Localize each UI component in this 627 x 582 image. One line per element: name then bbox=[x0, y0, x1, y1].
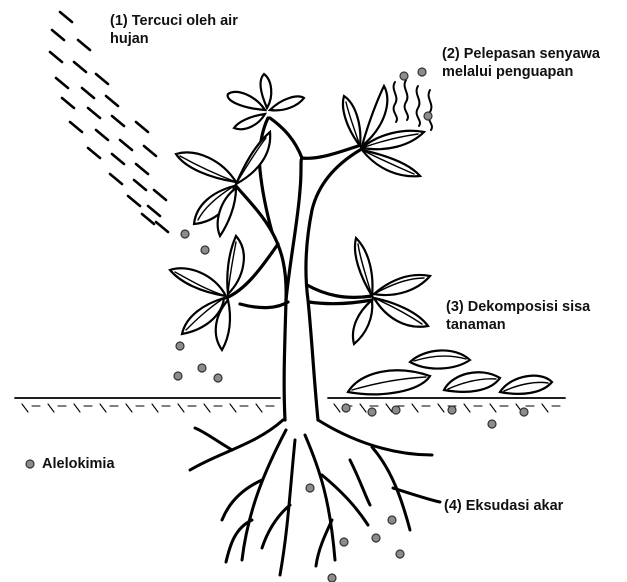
rain-streak bbox=[60, 12, 72, 22]
rain-streak bbox=[96, 74, 108, 84]
rain-streak bbox=[62, 98, 74, 108]
soil-mark bbox=[74, 404, 80, 412]
label-rain-line-2: hujan bbox=[110, 30, 238, 48]
allelochemical-dot bbox=[368, 408, 376, 416]
label-root-exudation: (4) Eksudasi akar bbox=[444, 497, 563, 515]
rain-streak bbox=[50, 52, 62, 62]
allelochemical-dot bbox=[424, 112, 432, 120]
rain-streak bbox=[154, 190, 166, 200]
label-rain-line-1: (1) Tercuci oleh air bbox=[110, 12, 238, 30]
rain-streak bbox=[106, 96, 118, 106]
rain-streak bbox=[136, 164, 148, 174]
allelochemical-dot bbox=[306, 484, 314, 492]
allelochemical-dot bbox=[342, 404, 350, 412]
allelochemical-dot bbox=[388, 516, 396, 524]
label-rain-leaching: (1) Tercuci oleh air hujan bbox=[110, 12, 238, 48]
rain-streak bbox=[74, 62, 86, 72]
rain-streak bbox=[128, 196, 140, 206]
soil-mark bbox=[126, 404, 132, 412]
rain-streak bbox=[136, 122, 148, 132]
soil-mark bbox=[48, 404, 54, 412]
soil-mark bbox=[438, 404, 444, 412]
label-evaporation-line-1: (2) Pelepasan senyawa bbox=[442, 45, 600, 63]
soil-mark bbox=[334, 404, 340, 412]
soil-mark bbox=[412, 404, 418, 412]
leaves bbox=[170, 74, 552, 394]
allelochemical-dot bbox=[181, 230, 189, 238]
allelochemical-dot bbox=[520, 408, 528, 416]
label-decomposition-line-1: (3) Dekomposisi sisa bbox=[446, 298, 590, 316]
allelochemical-dot bbox=[400, 72, 408, 80]
allelochemical-dot-icon bbox=[26, 460, 34, 468]
rain-streak bbox=[52, 30, 64, 40]
allelochemical-dot bbox=[176, 342, 184, 350]
soil-mark bbox=[22, 404, 28, 412]
rain-streak bbox=[112, 154, 124, 164]
allelochemical-dot bbox=[448, 406, 456, 414]
rain-streak bbox=[148, 206, 160, 216]
rain-streak bbox=[156, 222, 168, 232]
allelochemical-dot bbox=[214, 374, 222, 382]
allelochemical-dot bbox=[174, 372, 182, 380]
rain-streak bbox=[56, 78, 68, 88]
allelochemical-dot bbox=[392, 406, 400, 414]
allelochemical-dot bbox=[396, 550, 404, 558]
label-decomposition-line-2: tanaman bbox=[446, 316, 590, 334]
evaporation-wisps bbox=[394, 80, 432, 130]
allelochemical-dot bbox=[340, 538, 348, 546]
soil-mark bbox=[490, 404, 496, 412]
label-evaporation: (2) Pelepasan senyawa melalui penguapan bbox=[442, 45, 600, 81]
rain-streak bbox=[134, 180, 146, 190]
rain-streak bbox=[110, 174, 122, 184]
rain-streak bbox=[96, 130, 108, 140]
label-evaporation-line-2: melalui penguapan bbox=[442, 63, 600, 81]
rain-streak bbox=[144, 146, 156, 156]
soil-mark bbox=[386, 404, 392, 412]
soil-mark bbox=[256, 404, 262, 412]
rain-streak bbox=[70, 122, 82, 132]
soil-mark bbox=[100, 404, 106, 412]
rain-streak bbox=[88, 148, 100, 158]
rain-streak bbox=[142, 214, 154, 224]
ground bbox=[15, 398, 565, 412]
allelochemical-dot bbox=[418, 68, 426, 76]
soil-mark bbox=[360, 404, 366, 412]
soil-mark bbox=[464, 404, 470, 412]
rain-streak bbox=[78, 40, 90, 50]
rain-streak bbox=[112, 116, 124, 126]
rain-streak bbox=[82, 88, 94, 98]
rain-streak bbox=[88, 108, 100, 118]
soil-mark bbox=[204, 404, 210, 412]
legend-label: Alelokimia bbox=[42, 455, 115, 473]
allelochemical-dot bbox=[328, 574, 336, 582]
allelochemical-dot bbox=[372, 534, 380, 542]
soil-mark bbox=[178, 404, 184, 412]
allelochemical-dot bbox=[201, 246, 209, 254]
allelochemical-dot bbox=[198, 364, 206, 372]
soil-mark bbox=[542, 404, 548, 412]
label-decomposition: (3) Dekomposisi sisa tanaman bbox=[446, 298, 590, 334]
soil-mark bbox=[152, 404, 158, 412]
rain-streak bbox=[120, 140, 132, 150]
allelochemical-dot bbox=[488, 420, 496, 428]
soil-mark bbox=[230, 404, 236, 412]
